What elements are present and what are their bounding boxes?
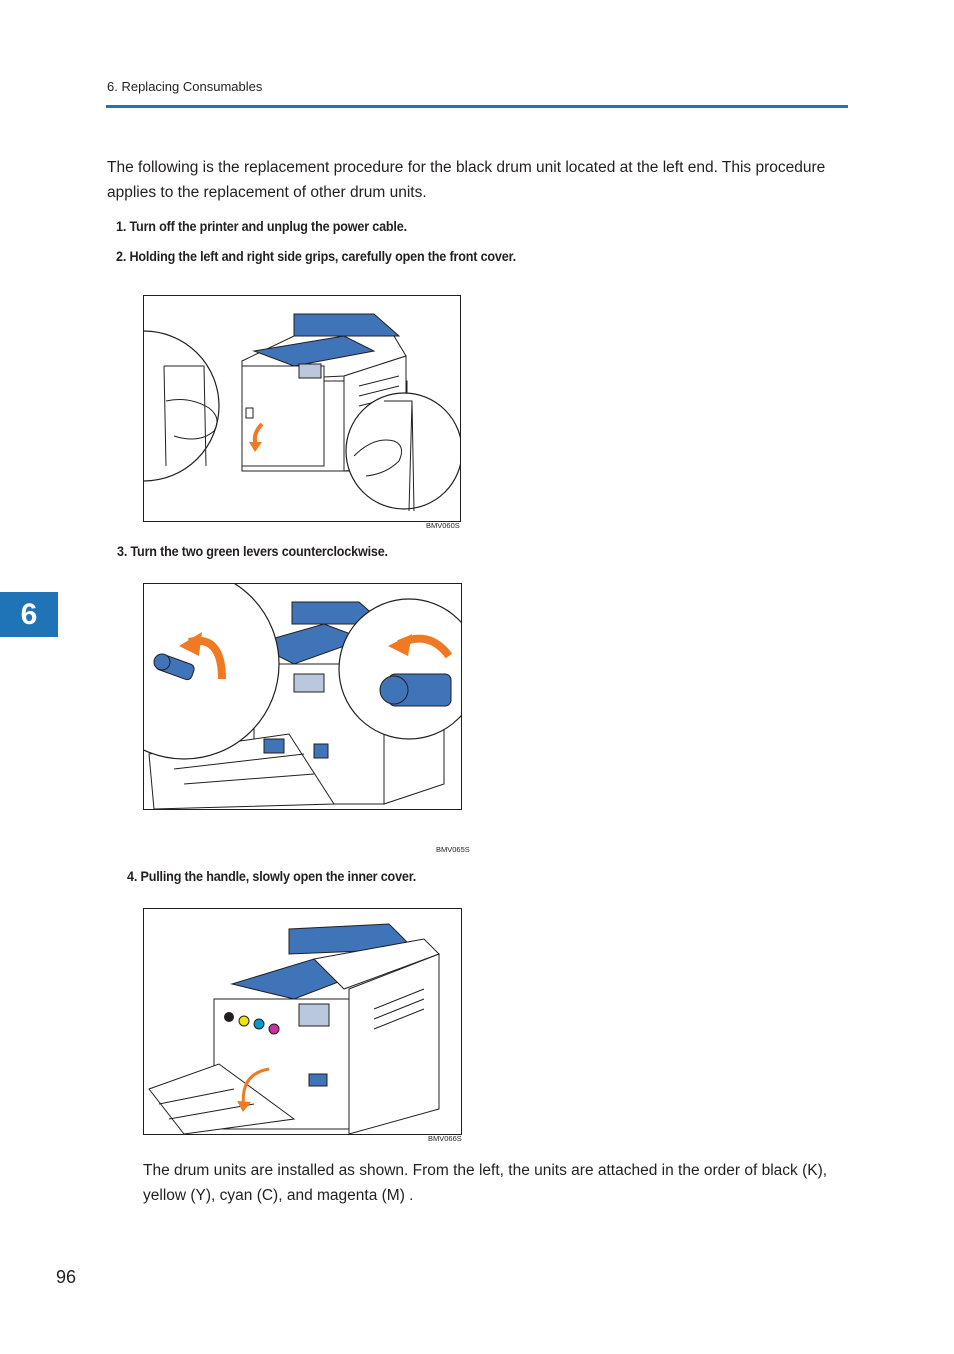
figure-code: BMV065S [436, 845, 470, 854]
step-2: 2. Holding the left and right side grips… [116, 248, 516, 264]
page-number: 96 [56, 1267, 77, 1287]
figure-code: BMV066S [428, 1134, 462, 1143]
step-1: 1. Turn off the printer and unplug the p… [116, 218, 407, 234]
figure-open-inner-cover [143, 908, 462, 1135]
chapter-tab: 6 [0, 592, 58, 637]
running-header: 6. Replacing Consumables [107, 79, 263, 94]
printer-levers-illustration [144, 584, 461, 809]
step-4: 4. Pulling the handle, slowly open the i… [127, 868, 417, 884]
step-3: 3. Turn the two green levers countercloc… [117, 543, 388, 559]
closing-paragraph: The drum units are installed as shown. F… [143, 1162, 828, 1204]
printer-front-cover-illustration [144, 313, 460, 512]
figure-code: BMV060S [426, 521, 460, 530]
printer-inner-cover-illustration [148, 923, 440, 1134]
intro-paragraph: The following is the replacement procedu… [107, 159, 826, 201]
figure-turn-levers [143, 583, 462, 810]
figure-open-front-cover [143, 295, 461, 522]
header-rule [106, 105, 848, 108]
